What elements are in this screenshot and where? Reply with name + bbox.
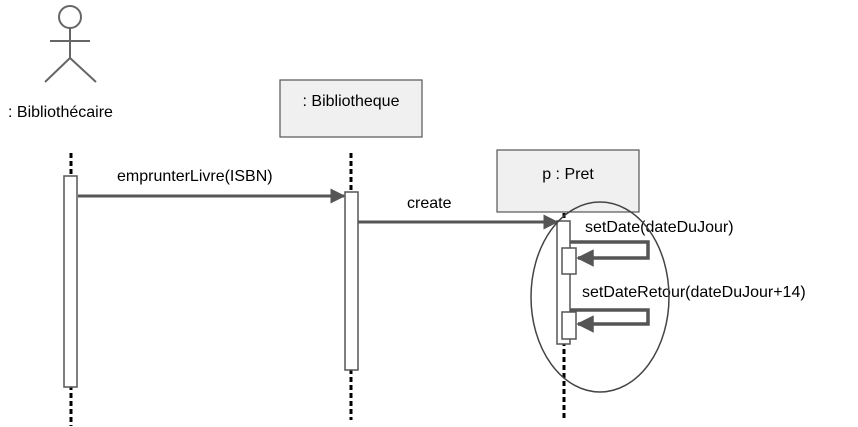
setdate-label: setDate(dateDuJour) xyxy=(585,219,734,236)
actor-label: : Bibliothécaire xyxy=(8,104,113,121)
create-label: create xyxy=(407,195,452,212)
setdateretour-arrow xyxy=(570,308,650,333)
bibliotheque-label: : Bibliotheque xyxy=(303,93,400,110)
actor-icon xyxy=(44,5,97,83)
setdate-arrow xyxy=(570,240,650,267)
emprunter-label: emprunterLivre(ISBN) xyxy=(117,168,273,185)
setdateretour-label: setDateRetour(dateDuJour+14) xyxy=(582,284,806,301)
pret-box xyxy=(496,149,640,213)
highlight-ellipse xyxy=(530,201,670,393)
bibliotheque-box xyxy=(279,79,423,138)
bibliotheque-activation xyxy=(344,191,359,371)
setdate-activation xyxy=(561,247,577,275)
pret-label: p : Pret xyxy=(542,166,594,183)
setdateretour-activation xyxy=(561,311,577,340)
actor-activation xyxy=(63,175,78,388)
